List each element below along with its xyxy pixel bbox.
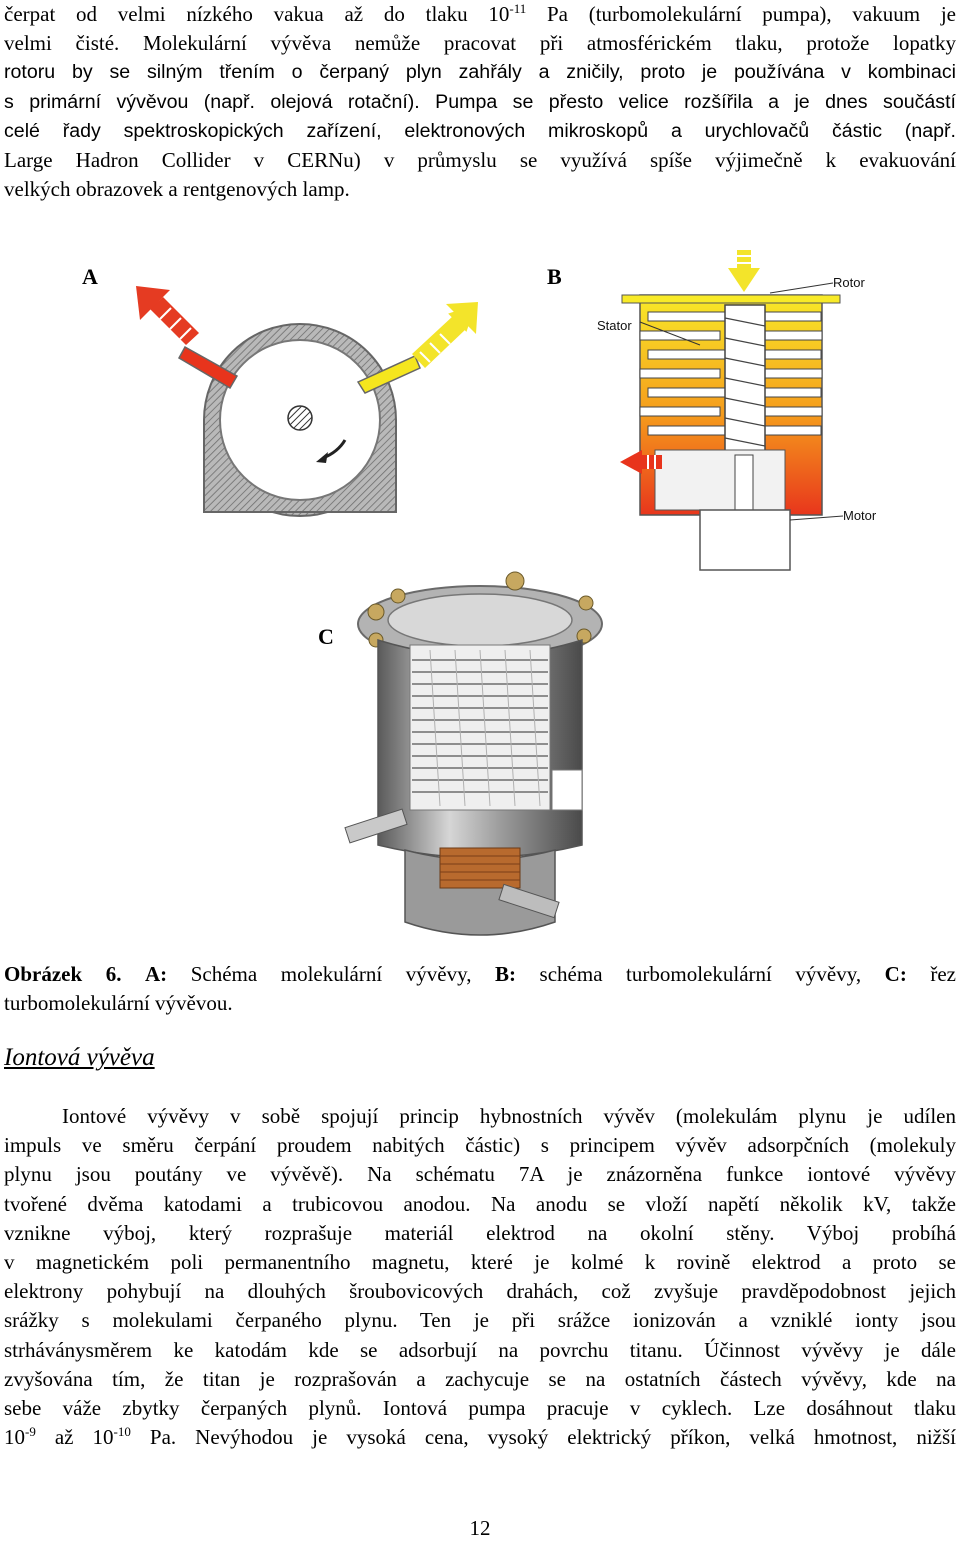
intro-line-2: velmi čisté. Molekulární vývěva nemůže p… xyxy=(4,31,956,56)
figure-label-c: C xyxy=(318,624,334,649)
section-line-1: Iontové vývěvy v sobě spojují princip hy… xyxy=(62,1104,956,1128)
section-line-4: tvořené dvěma katodami a trubicovou anod… xyxy=(4,1191,956,1216)
intro-line-6: Large Hadron Collider v CERNu) v průmysl… xyxy=(4,148,956,173)
inlet-arrow-icon xyxy=(412,302,478,368)
stator-label: Stator xyxy=(597,318,632,333)
turbo-outlet-arrow-icon xyxy=(620,450,662,474)
section-line-7: elektrony pohybují na dlouhých šroubovic… xyxy=(4,1279,956,1304)
intro-paragraph: čerpat od velmi nízkého vakua až do tlak… xyxy=(4,0,956,204)
rotor-label: Rotor xyxy=(833,275,865,290)
section-line-6: v magnetickém poli permanentního magnetu… xyxy=(4,1250,956,1275)
outlet-arrow-icon xyxy=(136,286,199,345)
section-heading: Iontová vývěva xyxy=(4,1044,155,1071)
intro-line-3: rotoru by se silným třením o čerpaný ply… xyxy=(4,61,956,84)
turbo-pump-cutaway-photo xyxy=(344,571,603,936)
page-number: 12 xyxy=(469,1516,491,1540)
section-paragraph: Iontové vývěvy v sobě spojují princip hy… xyxy=(4,1102,956,1452)
intro-line-4: s primární vývěvou (např. olejová rotačn… xyxy=(4,90,956,113)
caption-line-1: Obrázek 6. A: Schéma molekulární vývěvy,… xyxy=(4,962,957,986)
motor-label: Motor xyxy=(843,508,877,523)
section-line-3: plynu jsou poutány ve vývěvě). Na schéma… xyxy=(4,1162,956,1187)
figure-label-b: B xyxy=(547,264,562,289)
section-line-2: impuls ve směru čerpání proudem nabitých… xyxy=(4,1133,956,1158)
pump-a-body xyxy=(177,323,421,517)
caption-line-2: turbomolekulární vývěvou. xyxy=(4,991,233,1015)
section-line-12: 10-9 až 10-10 Pa. Nevýhodou je vysoká ce… xyxy=(4,1424,956,1450)
figure-caption: Obrázek 6. A: Schéma molekulární vývěvy,… xyxy=(4,960,956,1018)
section-line-9: strháványsměrem ke katodám kde se adsorb… xyxy=(4,1337,956,1362)
turbo-pump-diagram: Rotor Stator Motor xyxy=(597,250,877,571)
intro-line-1: čerpat od velmi nízkého vakua až do tlak… xyxy=(4,1,956,26)
turbo-inlet-arrow-icon xyxy=(728,250,760,292)
intro-line-7: velkých obrazovek a rentgenových lamp. xyxy=(4,177,350,202)
section-line-10: zvyšována tím, že titan je rozprašován a… xyxy=(4,1366,956,1391)
section-line-5: vznikne výboj, který rozprašuje materiál… xyxy=(4,1220,956,1245)
section-line-11: sebe váže zbytky čerpaných plynů. Iontov… xyxy=(4,1396,956,1421)
section-line-8: srážky s molekulami čerpaného plynu. Ten… xyxy=(4,1308,956,1333)
figure-label-a: A xyxy=(82,264,98,289)
intro-line-5: celé řady spektroskopických zařízení, el… xyxy=(4,119,956,142)
